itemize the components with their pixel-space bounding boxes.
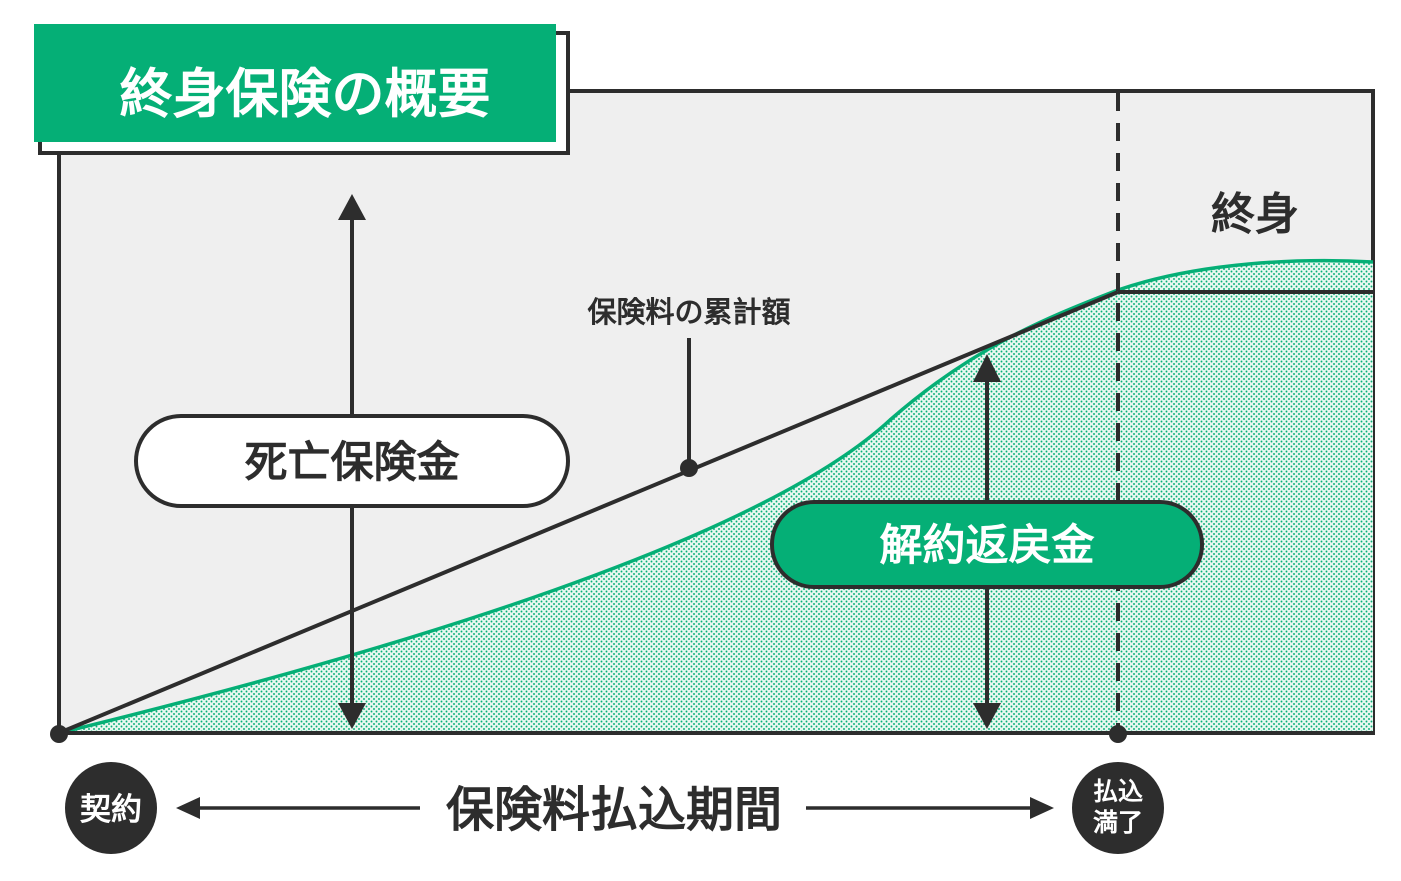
- surrender-value-curve: [59, 258, 1373, 733]
- cumulative-premium-label: 保険料の累計額: [586, 295, 790, 329]
- payment-complete-label-line2: 満了: [1093, 808, 1143, 837]
- surrender-value-arrow-up: [973, 354, 1001, 382]
- title-box: [34, 24, 556, 142]
- contract-label: 契約: [80, 792, 142, 828]
- contract-badge: [65, 762, 157, 854]
- death-benefit-pill: [134, 414, 570, 508]
- lifetime-label: 終身: [1211, 189, 1299, 240]
- surrender-value-pill: [770, 500, 1204, 589]
- payment-end-point: [1109, 725, 1127, 743]
- contract-point: [50, 725, 68, 743]
- cumulative-premium-line: [58, 290, 1119, 735]
- payment-complete-badge: [1072, 762, 1164, 854]
- surrender-value-arrow-down: [973, 703, 1001, 729]
- title: 終身保険の概要: [120, 64, 491, 125]
- premium-callout-dot: [680, 459, 698, 477]
- death-benefit-arrow-down: [338, 703, 366, 729]
- surrender-value-label: 解約返戻金: [880, 521, 1096, 571]
- payment-complete-label-line1: 払込: [1093, 777, 1143, 806]
- surrender-value-area: [59, 260, 1373, 733]
- period-arrow-right-head: [1030, 797, 1054, 819]
- period-arrow-left-head: [176, 797, 200, 819]
- death-benefit-arrow-up: [338, 194, 366, 220]
- death-benefit-label: 死亡保険金: [245, 438, 461, 488]
- premium-period-label: 保険料払込期間: [446, 782, 782, 838]
